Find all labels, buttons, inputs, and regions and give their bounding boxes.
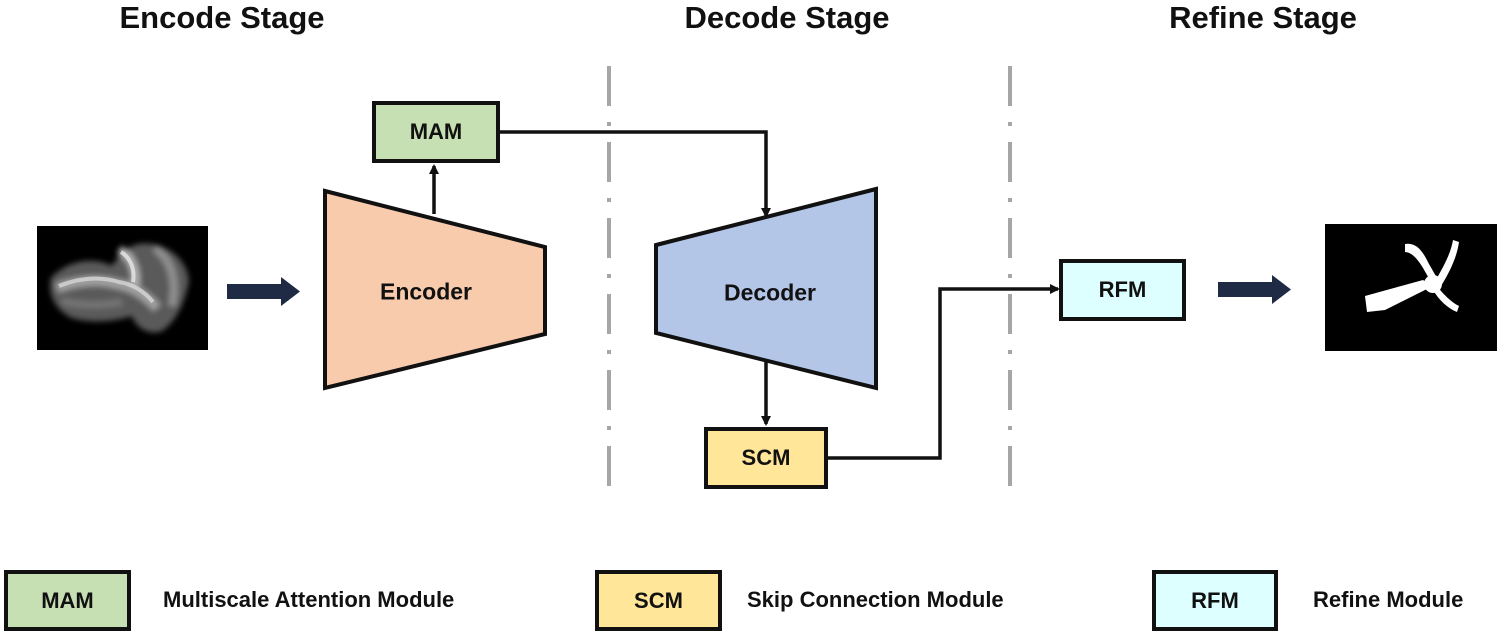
decoder-block — [654, 186, 878, 391]
refine-stage-title: Refine Stage — [1169, 0, 1357, 35]
legend-mam-abbr: MAM — [41, 587, 94, 613]
encoder-block — [323, 188, 547, 391]
legend-mam-swatch: MAM — [4, 570, 131, 631]
mask-graphic — [1365, 240, 1459, 312]
legend-mam-text: Multiscale Attention Module — [163, 587, 455, 612]
mam-label: MAM — [409, 119, 463, 144]
input-ct-image — [37, 226, 208, 350]
decode-stage-title: Decode Stage — [684, 0, 890, 35]
legend-rfm-abbr: RFM — [1191, 587, 1239, 613]
mam-box: MAM — [372, 101, 500, 163]
encode-stage-title: Encode Stage — [119, 0, 325, 35]
mam-to-decoder-arrow — [500, 130, 771, 218]
scm-label: SCM — [741, 445, 791, 470]
legend-scm-swatch: SCM — [595, 570, 722, 631]
decoder-label: Decoder — [723, 279, 817, 306]
encoder-label: Encoder — [379, 278, 473, 305]
legend-scm-text: Skip Connection Module — [747, 587, 1004, 612]
rfm-label: RFM — [1098, 277, 1147, 302]
scm-box: SCM — [704, 427, 828, 489]
legend-scm-abbr: SCM — [634, 587, 683, 613]
rfm-box: RFM — [1059, 259, 1186, 321]
input-arrow — [227, 277, 300, 306]
ct-scan-graphic — [50, 243, 189, 333]
legend-rfm-text: Refine Module — [1313, 587, 1464, 612]
legend-rfm-swatch: RFM — [1152, 570, 1278, 631]
output-segmentation-mask — [1325, 224, 1497, 351]
output-arrow — [1218, 275, 1291, 304]
scm-to-rfm-arrow — [828, 284, 1060, 460]
